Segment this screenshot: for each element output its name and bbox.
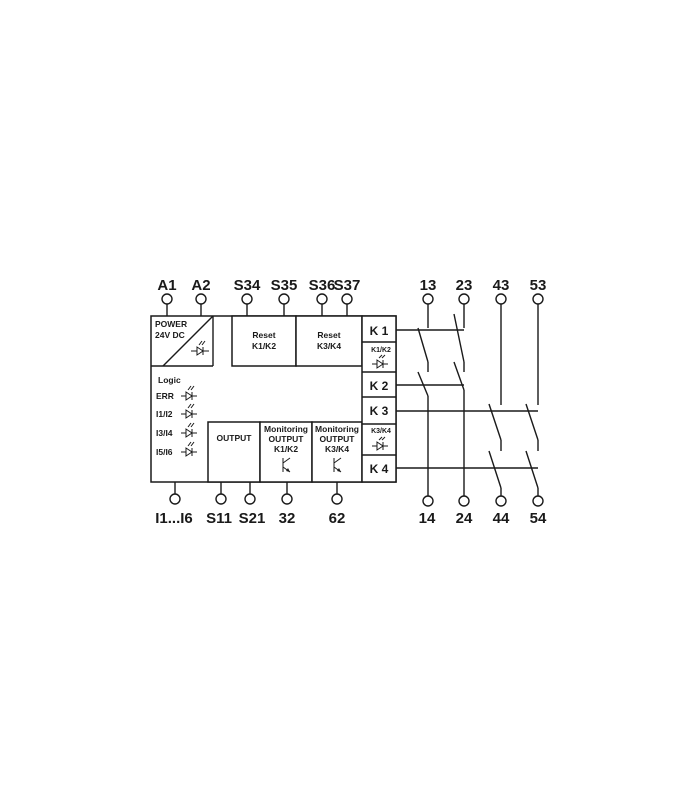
mon-k1k2-label3: K1/K2 (274, 444, 298, 454)
terminal-circle-icon (281, 493, 293, 505)
transistor-icon (282, 457, 291, 473)
terminal-circle-icon (458, 495, 470, 507)
terminal-label-13: 13 (420, 277, 437, 294)
terminal-label-s36: S36 (309, 277, 336, 294)
relay-contact-icon (396, 313, 539, 496)
output-label: OUTPUT (217, 433, 253, 443)
led-diode-icon (181, 422, 197, 438)
terminal-circle-icon (195, 293, 207, 305)
terminal-circle-icon (532, 293, 544, 305)
terminal-label-62: 62 (329, 510, 346, 527)
terminal-label-i1-i6: I1...I6 (155, 510, 193, 527)
terminal-circle-icon (341, 293, 353, 305)
terminal-label-s34: S34 (234, 277, 261, 294)
led-diode-icon (181, 403, 197, 419)
terminal-label-43: 43 (493, 277, 510, 294)
led-diode-icon (372, 436, 388, 451)
relay-k2-label: K 2 (370, 379, 389, 393)
logic-label: Logic (158, 375, 181, 385)
mon-k3k4-label2: OUTPUT (320, 434, 356, 444)
terminal-circle-icon (241, 293, 253, 305)
led-diode-icon (181, 441, 197, 457)
terminal-label-s11: S11 (206, 510, 232, 527)
terminal-circle-icon (495, 495, 507, 507)
terminal-circle-icon (169, 493, 181, 505)
bottom-terminal-pins (169, 482, 544, 507)
terminal-circle-icon (215, 493, 227, 505)
power-label: POWER (155, 319, 187, 329)
mon-k1k2-label2: OUTPUT (269, 434, 305, 444)
reset-k3k4-sub: K3/K4 (317, 341, 341, 351)
terminal-label-53: 53 (530, 277, 547, 294)
reset-k1k2-sub: K1/K2 (252, 341, 276, 351)
terminal-label-24: 24 (456, 510, 473, 527)
reset-blocks: Reset K1/K2 Reset K3/K4 (231, 315, 363, 367)
terminal-circle-icon (316, 293, 328, 305)
err-label: ERR (156, 391, 174, 401)
terminal-label-a1: A1 (157, 277, 176, 294)
terminal-label-54: 54 (530, 510, 547, 527)
mon-k3k4-label3: K3/K4 (325, 444, 349, 454)
relay-k3k4-led-label: K3/K4 (371, 428, 391, 435)
reset-k1k2-label: Reset (252, 330, 275, 340)
terminal-circle-icon (331, 493, 343, 505)
terminal-circle-icon (458, 293, 470, 305)
terminal-circle-icon (161, 293, 173, 305)
relay-k1k2-led-label: K1/K2 (371, 347, 391, 354)
led-diode-icon (191, 340, 209, 356)
terminal-label-s35: S35 (271, 277, 298, 294)
reset-k3k4-label: Reset (317, 330, 340, 340)
terminal-label-44: 44 (493, 510, 510, 527)
terminal-label-32: 32 (279, 510, 296, 527)
terminal-label-s37: S37 (334, 277, 361, 294)
top-terminal-pins (161, 293, 544, 405)
terminal-circle-icon (244, 493, 256, 505)
logic-section: Logic ERR I1/I2 I3/I4 I5/I6 (156, 375, 197, 457)
i5i6-label: I5/I6 (156, 447, 173, 457)
output-blocks: OUTPUT Monitoring OUTPUT K1/K2 Monitorin… (207, 421, 363, 483)
terminal-circle-icon (278, 293, 290, 305)
led-diode-icon (372, 354, 388, 369)
relay-k3-label: K 3 (370, 404, 389, 418)
led-diode-icon (181, 385, 197, 401)
relay-k1-label: K 1 (370, 324, 389, 338)
i1i2-label: I1/I2 (156, 409, 173, 419)
terminal-label-s21: S21 (239, 510, 266, 527)
power-block: POWER 24V DC (151, 315, 214, 367)
terminal-label-a2: A2 (191, 277, 210, 294)
terminal-circle-icon (422, 293, 434, 305)
terminal-label-23: 23 (456, 277, 473, 294)
mon-k1k2-label1: Monitoring (264, 424, 308, 434)
relay-column: K 1 K1/K2 K 2 K 3 K3/K4 K 4 (361, 315, 397, 483)
mon-k3k4-label1: Monitoring (315, 424, 359, 434)
relay-k4-label: K 4 (370, 462, 389, 476)
i3i4-label: I3/I4 (156, 428, 173, 438)
terminal-label-14: 14 (419, 510, 436, 527)
terminal-circle-icon (422, 495, 434, 507)
transistor-icon (333, 457, 342, 473)
terminal-circle-icon (532, 495, 544, 507)
terminal-circle-icon (495, 293, 507, 305)
power-voltage-label: 24V DC (155, 330, 185, 340)
